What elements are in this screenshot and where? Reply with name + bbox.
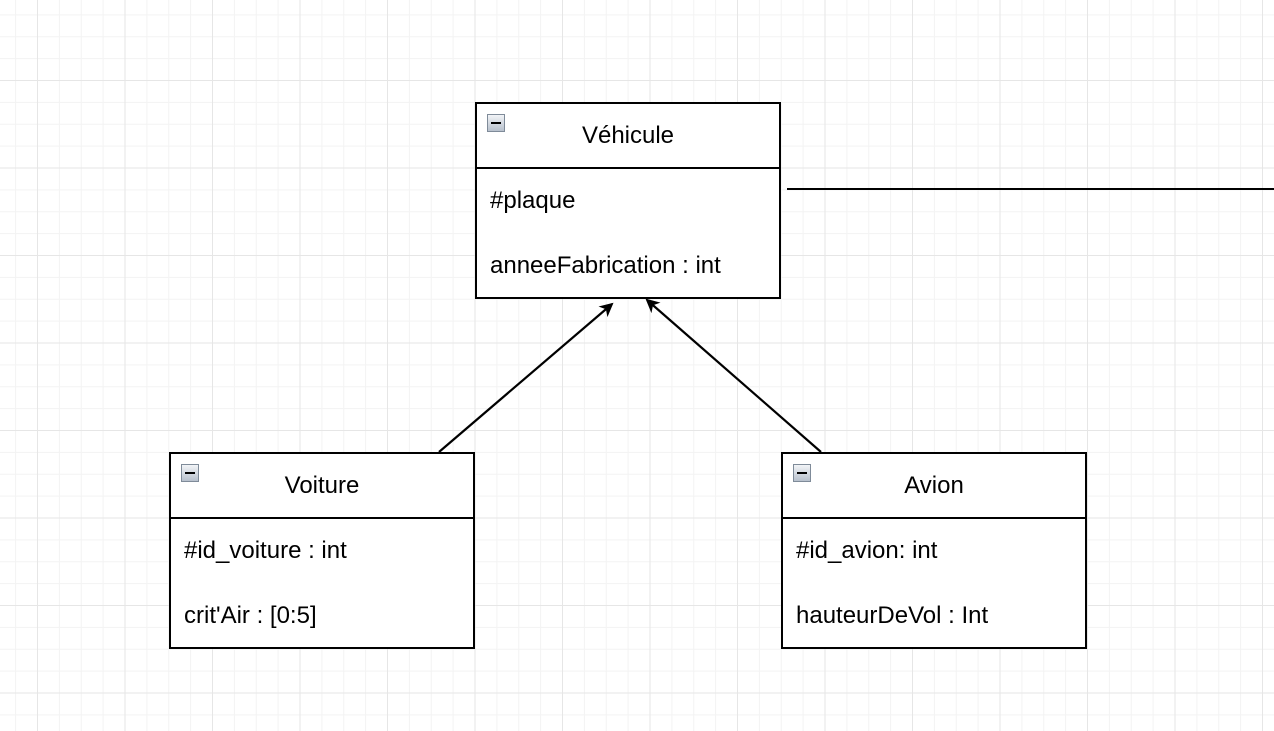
class-avion[interactable]: Avion #id_avion: int hauteurDeVol : Int	[781, 452, 1087, 649]
generalization-avion-to-vehicule[interactable]	[645, 298, 822, 453]
class-vehicule-title: Véhicule	[581, 122, 675, 149]
class-voiture-attribute: crit'Air : [0:5]	[184, 602, 317, 629]
class-voiture-header[interactable]: Voiture	[171, 454, 473, 519]
class-avion-attribute: hauteurDeVol : Int	[796, 602, 989, 629]
class-vehicule-attribute: anneeFabrication : int	[490, 252, 721, 279]
class-vehicule-header[interactable]: Véhicule	[477, 104, 779, 169]
class-vehicule-attribute: #plaque	[490, 187, 576, 214]
class-avion-title: Avion	[904, 472, 964, 499]
collapse-icon[interactable]	[487, 114, 505, 132]
generalization-voiture-to-vehicule[interactable]	[438, 302, 614, 453]
collapse-icon[interactable]	[793, 464, 811, 482]
class-vehicule[interactable]: Véhicule #plaque anneeFabrication : int	[475, 102, 781, 299]
class-avion-attribute: #id_avion: int	[796, 537, 938, 564]
collapse-icon[interactable]	[181, 464, 199, 482]
class-avion-header[interactable]: Avion	[783, 454, 1085, 519]
class-voiture-title: Voiture	[284, 472, 360, 499]
class-voiture-attribute: #id_voiture : int	[184, 537, 347, 564]
class-voiture[interactable]: Voiture #id_voiture : int crit'Air : [0:…	[169, 452, 475, 649]
